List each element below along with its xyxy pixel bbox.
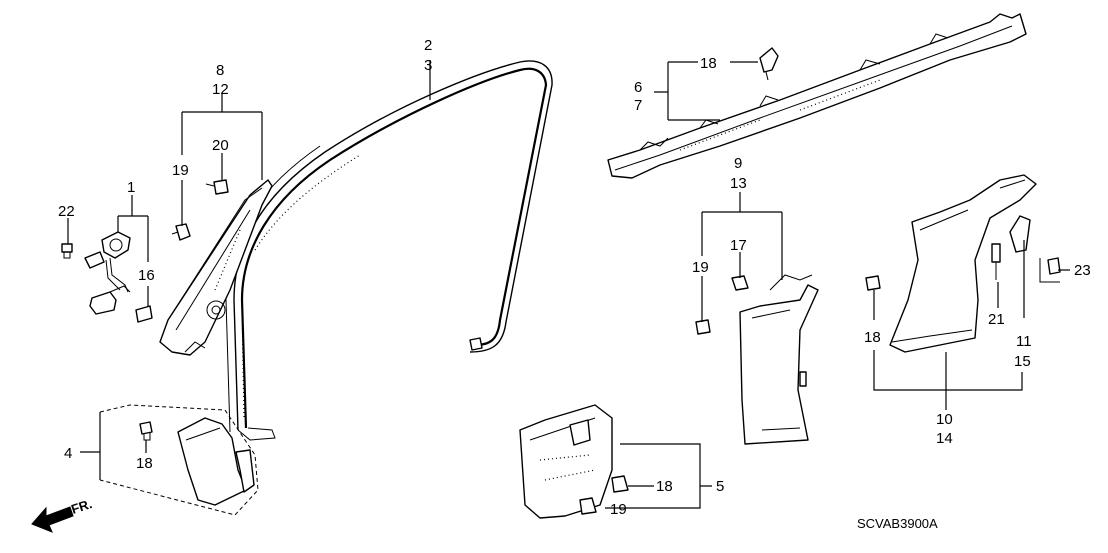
callout-18: 18 bbox=[136, 455, 153, 472]
front-direction-arrow-icon: FR. bbox=[31, 496, 94, 533]
callout-4: 4 bbox=[64, 445, 72, 462]
callout-1: 1 bbox=[127, 179, 135, 196]
diagram-code: SCVAB3900A bbox=[857, 516, 938, 531]
callout-labels: 2 3 8 12 20 19 1 22 16 4 18 18 6 7 9 13 … bbox=[58, 37, 1091, 518]
callout-3: 3 bbox=[424, 57, 432, 74]
center-pillar-lower-garnish bbox=[695, 274, 819, 445]
callout-14: 14 bbox=[936, 430, 953, 447]
lower-trim-panel bbox=[519, 404, 629, 519]
push-clip-icon bbox=[135, 305, 153, 323]
callout-5: 5 bbox=[716, 478, 724, 495]
callout-12: 12 bbox=[212, 81, 229, 98]
callout-7: 7 bbox=[634, 97, 642, 114]
callout-13: 13 bbox=[730, 175, 747, 192]
callout-22: 22 bbox=[58, 203, 75, 220]
callout-18: 18 bbox=[656, 478, 673, 495]
callout-9: 9 bbox=[734, 155, 742, 172]
kick-panel bbox=[99, 404, 259, 516]
door-weatherstrip bbox=[225, 60, 553, 441]
direction-label: FR. bbox=[69, 496, 94, 517]
callout-2: 2 bbox=[424, 37, 432, 54]
side-sill-garnish bbox=[607, 13, 1027, 179]
callout-17: 17 bbox=[730, 237, 747, 254]
callout-18: 18 bbox=[700, 55, 717, 72]
callout-11: 11 bbox=[1016, 333, 1032, 350]
center-pillar-upper-garnish bbox=[865, 174, 1061, 353]
callout-20: 20 bbox=[212, 137, 229, 154]
callout-18: 18 bbox=[864, 329, 881, 346]
push-clip-icon bbox=[205, 179, 229, 195]
leader-lines bbox=[67, 60, 1070, 509]
callout-21: 21 bbox=[988, 311, 1005, 328]
callout-19: 19 bbox=[610, 501, 627, 518]
callout-19: 19 bbox=[692, 259, 709, 276]
callout-19: 19 bbox=[172, 162, 189, 179]
callout-23: 23 bbox=[1074, 262, 1091, 279]
push-clip-icon bbox=[171, 223, 191, 241]
callout-6: 6 bbox=[634, 79, 642, 96]
callout-10: 10 bbox=[936, 411, 953, 428]
push-clip-icon bbox=[61, 243, 73, 259]
sensor-assembly bbox=[84, 231, 131, 315]
callout-16: 16 bbox=[138, 267, 155, 284]
callout-15: 15 bbox=[1014, 353, 1031, 370]
front-pillar-garnish bbox=[159, 179, 273, 356]
callout-8: 8 bbox=[216, 62, 224, 79]
